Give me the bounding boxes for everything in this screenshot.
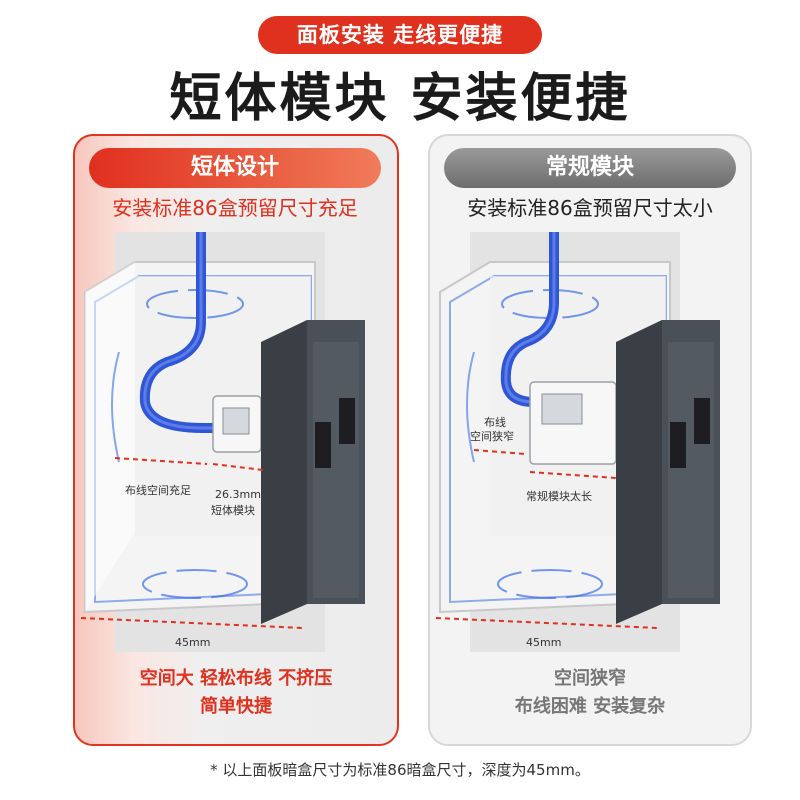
top-badge: 面板安装 走线更便捷 [258,16,542,54]
ethernet-port [694,398,710,444]
label-space-ample: 布线空间充足 [125,484,191,497]
label-box-width: 45mm [175,636,211,649]
label-module-length: 26.3mm [215,488,261,501]
left-bottom-line-2: 简单快捷 [200,696,272,717]
label-module-too-long: 常规模块太长 [526,490,592,503]
regular-module-illustration [435,232,720,652]
footnote: * 以上面板暗盒尺寸为标准86暗盒尺寸，深度为45mm。 [210,761,590,779]
short-design-subtitle: 安装标准86盒预留尺寸充足 [112,196,358,220]
label-box-width: 45mm [526,636,562,649]
ethernet-port [670,422,686,468]
short-module-illustration [80,232,365,652]
page-title: 短体模块 安装便捷 [169,69,631,129]
label-short-module: 短体模块 [211,504,255,517]
ethernet-port [315,422,331,468]
right-bottom-line-2: 布线困难 安装复杂 [514,696,666,717]
ethernet-port [339,398,355,444]
right-bottom-line-1: 空间狭窄 [554,668,626,689]
short-design-tag: 短体设计 [89,148,381,188]
regular-module-panel: 常规模块 安装标准86盒预留尺寸太小 布线 空间狭窄 常规模块太长 45mm 空… [428,134,752,746]
regular-module-tag: 常规模块 [444,148,736,188]
short-module-panel: 短体设计 安装标准86盒预留尺寸充足 布线空间充足 26.3m [73,134,399,746]
label-space-tight-1: 布线 [484,416,506,429]
label-space-tight-2: 空间狭窄 [470,430,514,443]
regular-module-subtitle: 安装标准86盒预留尺寸太小 [467,196,713,220]
left-bottom-line-1: 空间大 轻松布线 不挤压 [139,668,333,689]
